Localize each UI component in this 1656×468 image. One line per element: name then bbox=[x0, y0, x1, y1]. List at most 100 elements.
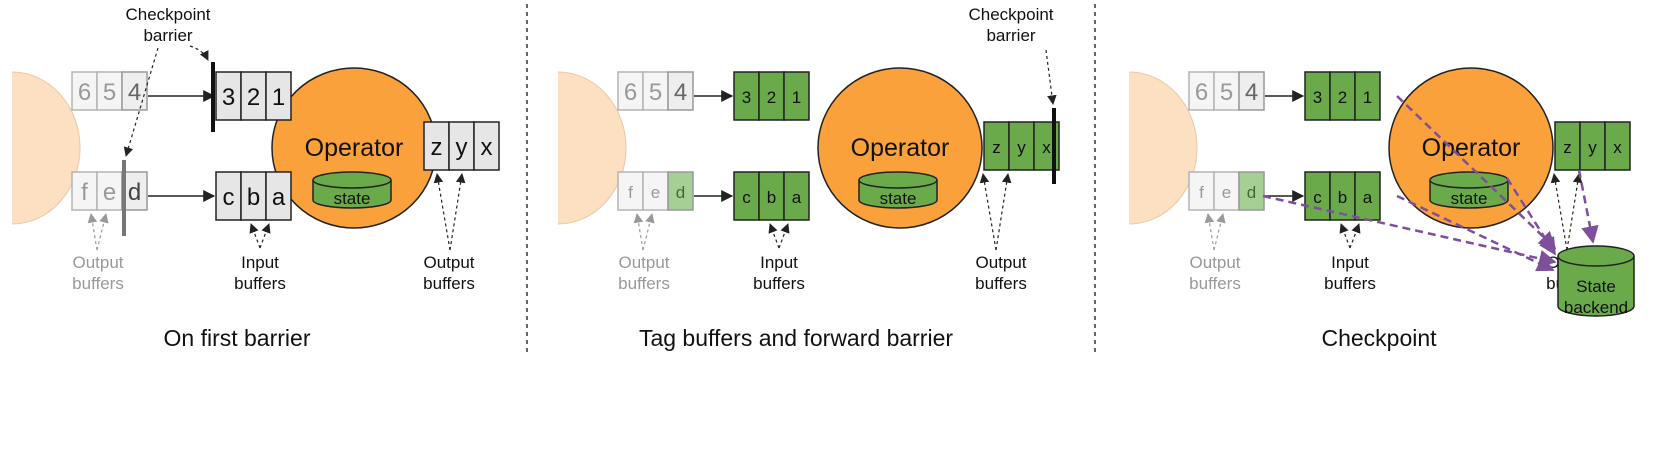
upstream-buffers-pointer bbox=[633, 213, 644, 251]
panel-caption: On first barrier bbox=[164, 325, 311, 351]
output-buffer-cell bbox=[1604, 121, 1631, 171]
output-buffers-pointer bbox=[1566, 173, 1583, 251]
upstream-top-buffer-cell bbox=[1238, 71, 1265, 111]
checkpoint-barrier-label: barrier bbox=[986, 26, 1035, 45]
upstream-output-buffers-label: buffers bbox=[1189, 274, 1241, 293]
output-buffers-pointer bbox=[449, 173, 466, 251]
operator-label: Operator bbox=[1422, 134, 1521, 162]
input-bottom-buffer-cell bbox=[733, 171, 760, 221]
upstream-output-buffers-label: Output bbox=[618, 253, 669, 272]
snapshot-arrow bbox=[1262, 194, 1557, 268]
input-buffers-label: Input bbox=[760, 253, 798, 272]
upstream-top-buffer-label: 6 bbox=[1195, 79, 1208, 106]
input-buffers-pointer bbox=[1349, 223, 1361, 249]
input-buffers-label: Input bbox=[241, 253, 279, 272]
upstream-buffers-pointer bbox=[87, 213, 98, 251]
output-buffer-label: y bbox=[1017, 138, 1026, 157]
input-bottom-buffer-label: a bbox=[1363, 188, 1373, 207]
upstream-bottom-buffer-label: f bbox=[1199, 183, 1204, 202]
upstream-operator-shape bbox=[12, 72, 80, 224]
input-bottom-buffer-cell bbox=[783, 171, 810, 221]
state-label: state bbox=[334, 189, 371, 208]
barrier-pointer bbox=[1045, 49, 1057, 105]
upstream-operator-shape bbox=[1129, 72, 1197, 224]
barrier-pointer bbox=[189, 45, 209, 61]
snapshot-arrow bbox=[1505, 177, 1557, 256]
input-buffers-label: buffers bbox=[234, 274, 286, 293]
output-buffer-label: y bbox=[456, 134, 468, 161]
output-buffer-cell bbox=[983, 121, 1010, 171]
input-bottom-buffer-label: c bbox=[223, 184, 235, 211]
upstream-output-buffers-label: buffers bbox=[618, 274, 670, 293]
input-buffers-label: Input bbox=[1331, 253, 1369, 272]
upstream-buffers-pointer bbox=[96, 213, 109, 251]
upstream-operator-outline bbox=[1128, 71, 1198, 225]
input-top-buffer-cell bbox=[783, 71, 810, 121]
output-buffers-pointer bbox=[433, 173, 451, 251]
input-bottom-buffer-label: b bbox=[247, 184, 260, 211]
input-bottom-buffer-cell bbox=[215, 171, 242, 221]
input-buffers-pointer bbox=[778, 223, 790, 249]
upstream-bottom-buffer-cell bbox=[96, 171, 123, 211]
input-top-buffer-label: 1 bbox=[1363, 88, 1372, 107]
output-buffers-pointer bbox=[1550, 173, 1568, 251]
upstream-output-buffers-label: Output bbox=[1189, 253, 1240, 272]
input-top-buffer-cell bbox=[1354, 71, 1381, 121]
upstream-buffers-pointer bbox=[642, 213, 655, 251]
input-buffers-pointer bbox=[249, 223, 261, 249]
input-top-buffer-label: 2 bbox=[1338, 88, 1347, 107]
upstream-bottom-buffer-label: e bbox=[651, 183, 660, 202]
input-buffers-label: buffers bbox=[1324, 274, 1376, 293]
snapshot-arrow bbox=[1396, 95, 1557, 250]
upstream-top-buffer-label: 4 bbox=[128, 79, 141, 106]
output-buffer-cell bbox=[1008, 121, 1035, 171]
state-backend-label: State bbox=[1576, 277, 1616, 296]
output-buffer-label: x bbox=[1042, 138, 1051, 157]
output-buffer-label: z bbox=[431, 134, 443, 161]
upstream-output-buffers-label: Output bbox=[72, 253, 123, 272]
upstream-bottom-buffer-cell bbox=[667, 171, 694, 211]
output-buffers-pointer bbox=[979, 173, 997, 251]
panel-caption: Checkpoint bbox=[1321, 325, 1437, 351]
input-buffers-pointer bbox=[1339, 223, 1351, 249]
input-bottom-buffer-label: a bbox=[792, 188, 802, 207]
state-cylinder-top bbox=[312, 171, 392, 189]
upstream-bottom-buffer-label: d bbox=[1247, 183, 1256, 202]
checkpoint-barrier-label: Checkpoint bbox=[968, 5, 1053, 24]
upstream-bottom-buffer-cell bbox=[1238, 171, 1265, 211]
upstream-buffers-pointer bbox=[1204, 213, 1215, 251]
output-buffers-label: Output bbox=[423, 253, 474, 272]
state-cylinder-top bbox=[1429, 171, 1509, 189]
state-label: state bbox=[880, 189, 917, 208]
output-buffers-pointer bbox=[995, 173, 1012, 251]
operator-label: Operator bbox=[305, 134, 404, 162]
operator-label: Operator bbox=[851, 134, 950, 162]
state-cylinder-top bbox=[858, 171, 938, 189]
upstream-top-buffer-cell bbox=[96, 71, 123, 111]
panel-caption: Tag buffers and forward barrier bbox=[639, 325, 953, 351]
input-buffers-pointer bbox=[768, 223, 780, 249]
input-top-buffer-label: 3 bbox=[742, 88, 751, 107]
input-buffers-label: buffers bbox=[753, 274, 805, 293]
input-top-buffer-label: 3 bbox=[1313, 88, 1322, 107]
state-label: state bbox=[1451, 189, 1488, 208]
checkpoint-barrier-label: Checkpoint bbox=[125, 5, 210, 24]
upstream-bottom-buffer-label: f bbox=[81, 179, 88, 206]
input-top-buffer-label: 1 bbox=[272, 84, 285, 111]
state-backend-top bbox=[1557, 245, 1635, 267]
barrier-pointer bbox=[123, 47, 159, 157]
input-buffers-pointer bbox=[259, 223, 271, 249]
output-buffers-label: buffers bbox=[423, 274, 475, 293]
snapshot-arrow bbox=[1396, 194, 1555, 272]
upstream-operator-outline bbox=[557, 71, 627, 225]
snapshot-arrow bbox=[1577, 169, 1599, 244]
input-top-buffer-cell bbox=[1329, 71, 1356, 121]
upstream-buffers-pointer bbox=[1213, 213, 1226, 251]
input-top-buffer-label: 2 bbox=[247, 84, 260, 111]
output-buffer-label: z bbox=[992, 138, 1001, 157]
input-top-buffer-label: 1 bbox=[792, 88, 801, 107]
input-bottom-buffer-cell bbox=[265, 171, 292, 221]
